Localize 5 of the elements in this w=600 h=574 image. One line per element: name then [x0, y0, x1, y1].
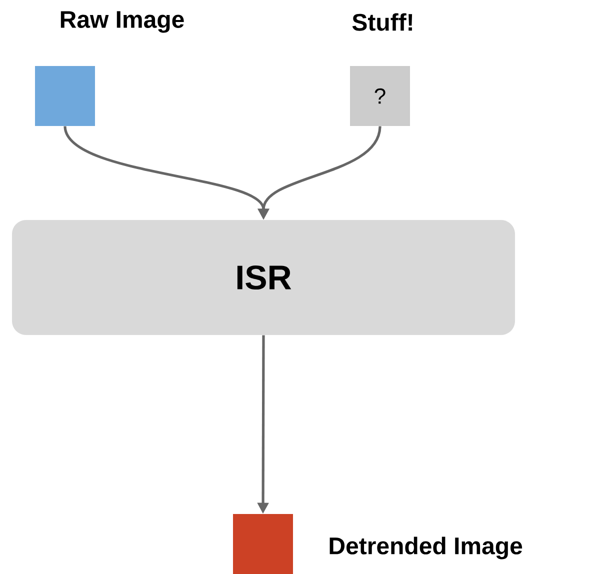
square-box: ?: [350, 66, 410, 126]
label-text: Raw Image: [60, 11, 184, 33]
process-box: ISR: [12, 220, 515, 335]
label-text: Stuff!: [352, 13, 412, 31]
label-text: Detrended Image: [330, 536, 522, 560]
